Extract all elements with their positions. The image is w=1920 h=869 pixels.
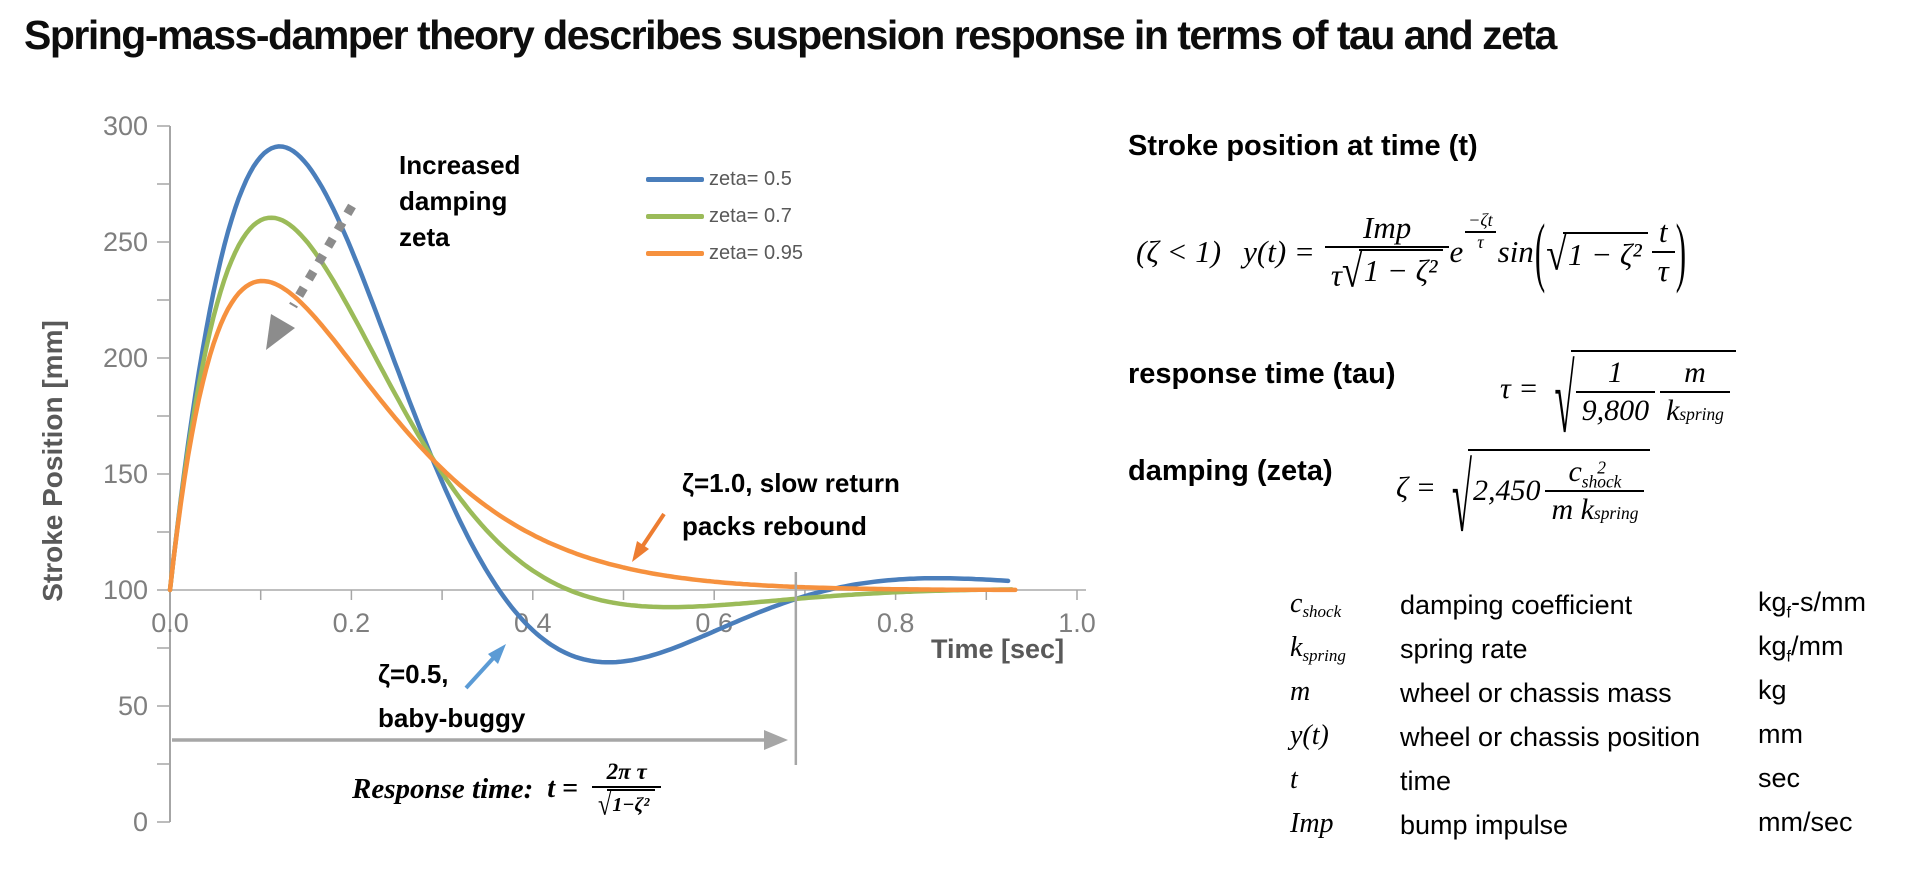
radical: 1−ζ²: [598, 788, 656, 816]
svg-text:100: 100: [103, 575, 148, 605]
svg-text:0.8: 0.8: [877, 608, 915, 638]
arg-fraction: t τ: [1651, 214, 1675, 289]
legend-line-swatch: [646, 251, 704, 256]
svg-text:300: 300: [103, 111, 148, 141]
legend-item-zeta-07: zeta= 0.7: [646, 205, 803, 228]
svg-text:0.2: 0.2: [333, 608, 371, 638]
close-paren: [1676, 207, 1686, 297]
x-axis-title: Time [sec]: [931, 634, 1065, 664]
radical: 1 − ζ²: [1342, 249, 1444, 289]
lhs: τ =: [1500, 372, 1539, 405]
svg-text:0.4: 0.4: [514, 608, 552, 638]
svg-text:150: 150: [103, 459, 148, 489]
main-fraction: Imp τ1 − ζ²: [1324, 210, 1450, 295]
annotation-slow-return: ζ=1.0, slow return packs rebound: [682, 468, 900, 541]
var-description: wheel or chassis position: [1400, 721, 1701, 752]
variables-table: cshock damping coefficient kgf-s/mm kspr…: [1290, 583, 1920, 847]
svg-text:1.0: 1.0: [1058, 608, 1096, 638]
legend-line-swatch: [646, 177, 704, 182]
var-symbol: kspring: [1290, 631, 1346, 666]
radical: 1 − ζ²: [1546, 231, 1648, 273]
var-symbol: Imp: [1290, 807, 1334, 839]
svg-text:200: 200: [103, 343, 148, 373]
legend-label: zeta= 0.95: [709, 242, 803, 264]
var-description: spring rate: [1400, 633, 1528, 664]
legend-item-zeta-095: zeta= 0.95: [646, 242, 803, 265]
damping-heading: damping (zeta): [1128, 455, 1333, 487]
response-time-formula: Response time: t = 2π τ 1−ζ²: [352, 758, 662, 820]
legend-item-zeta-05: zeta= 0.5: [646, 168, 803, 191]
condition: (ζ < 1): [1136, 234, 1222, 269]
y-axis-title: Stroke Position [mm]: [37, 320, 68, 602]
var-description: wheel or chassis mass: [1400, 677, 1672, 708]
legend-line-swatch: [646, 214, 704, 219]
svg-text:50: 50: [118, 691, 148, 721]
stroke-position-heading: Stroke position at time (t): [1128, 130, 1478, 162]
var-unit: mm/sec: [1758, 807, 1853, 838]
var-unit: kgf-s/mm: [1758, 587, 1866, 622]
sin-function: sin: [1497, 234, 1534, 269]
var-symbol: t: [1290, 763, 1298, 795]
annotation-baby-buggy: ζ=0.5, baby-buggy: [378, 659, 526, 733]
var-unit: mm: [1758, 719, 1803, 750]
page-title: Spring-mass-damper theory describes susp…: [24, 12, 1557, 58]
var-symbol: m: [1290, 675, 1311, 707]
chart-legend: zeta= 0.5 zeta= 0.7 zeta= 0.95: [646, 168, 803, 265]
response-time-fraction: 2π τ 1−ζ²: [591, 758, 662, 820]
var-symbol: cshock: [1290, 587, 1342, 622]
exponent-fraction: −ζt τ: [1465, 210, 1496, 253]
radical: 1 9,800 m kspring: [1554, 349, 1736, 428]
var-description: damping coefficient: [1400, 589, 1633, 620]
legend-label: zeta= 0.5: [709, 168, 792, 190]
open-paren: [1535, 207, 1545, 297]
stroke-position-equation: (ζ < 1) y(t) = Imp τ1 − ζ² e −ζt τ sin 1…: [1136, 196, 1687, 308]
svg-text:250: 250: [103, 227, 148, 257]
annotation-increased-damping: Increased damping zeta: [399, 150, 521, 252]
response-time-lhs: t =: [547, 773, 578, 805]
lhs: y(t) =: [1243, 234, 1315, 269]
tau-equation: τ = 1 9,800 m kspring: [1500, 330, 1736, 448]
svg-text:0: 0: [133, 807, 148, 837]
response-time-label: Response time:: [352, 772, 534, 805]
lhs: ζ =: [1396, 471, 1436, 504]
response-time-heading: response time (tau): [1128, 358, 1396, 390]
var-symbol: y(t): [1290, 719, 1329, 751]
var-description: bump impulse: [1400, 809, 1569, 840]
legend-label: zeta= 0.7: [709, 205, 792, 227]
var-description: time: [1400, 765, 1452, 796]
svg-text:0.0: 0.0: [151, 608, 189, 638]
var-unit: sec: [1758, 763, 1801, 794]
exp-base: e: [1449, 234, 1464, 269]
var-unit: kg: [1758, 675, 1787, 706]
var-unit: kgf/mm: [1758, 631, 1844, 666]
